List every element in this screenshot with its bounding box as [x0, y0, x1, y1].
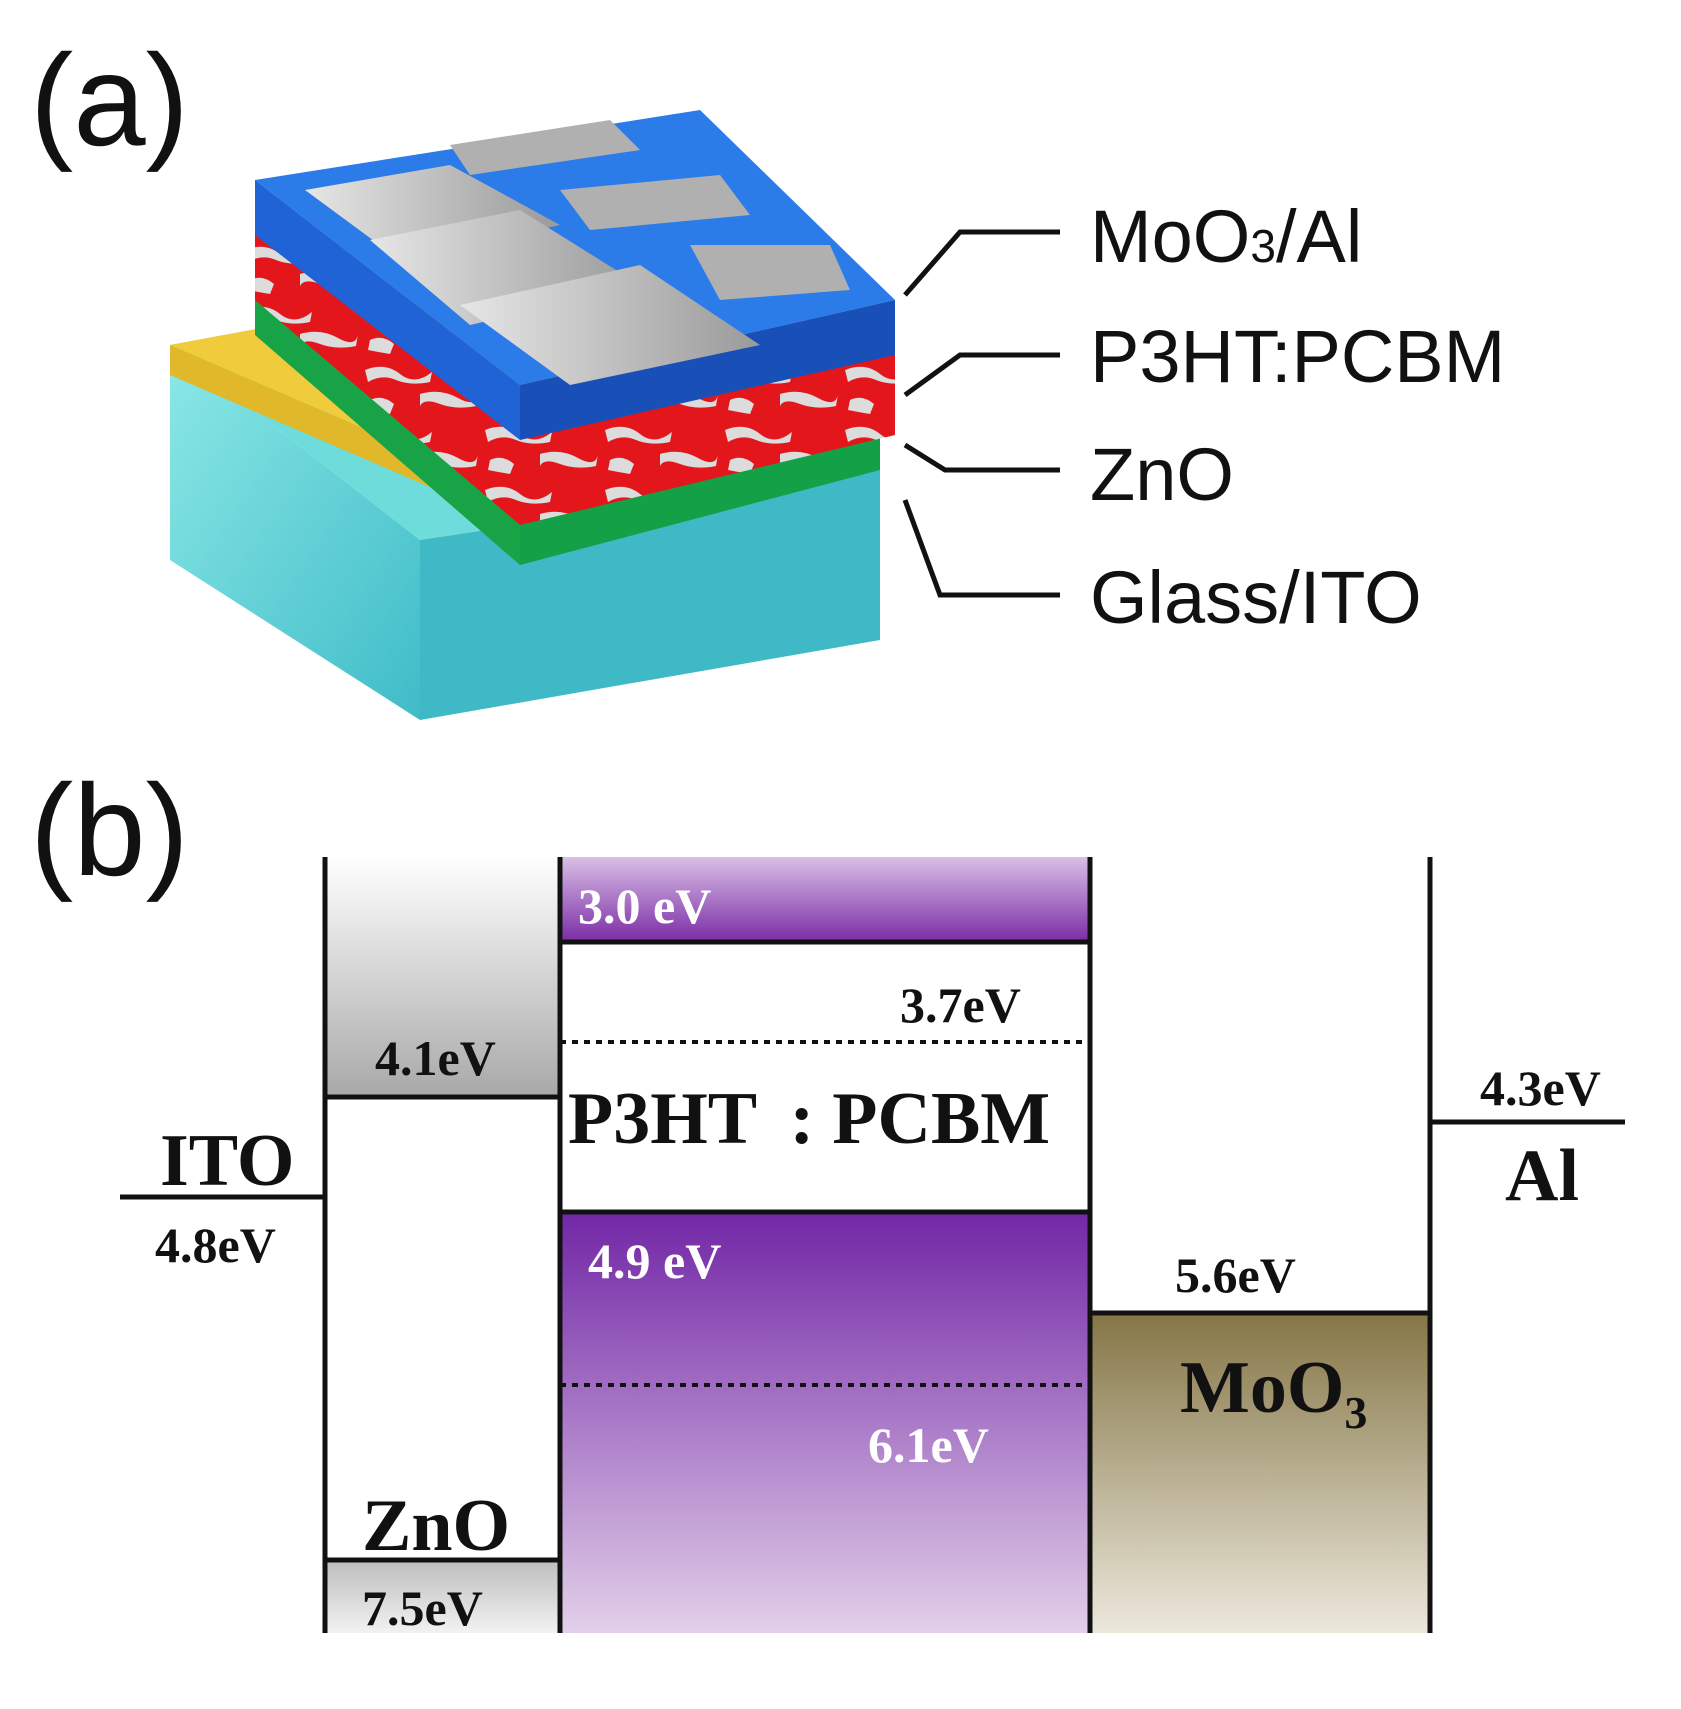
energy-diagram: ITO 4.8eV 4.1eV ZnO 7.5eV 3.0 eV 3.7eV P…: [120, 857, 1625, 1636]
active-homo-box: [560, 1212, 1090, 1633]
zno-cb-box: [325, 857, 560, 1097]
active-layer-front: [255, 225, 520, 525]
moo3-box: [1090, 1313, 1430, 1633]
p3ht-homo-level: 4.9 eV: [588, 1233, 721, 1289]
active-layer-side: [520, 345, 895, 525]
electrode-2-tab: [560, 175, 750, 230]
panel-b-label: (b): [30, 757, 189, 903]
electrode-1-tab: [450, 120, 640, 175]
moo3-name: MoO3: [1180, 1347, 1367, 1438]
al-name: Al: [1505, 1135, 1579, 1217]
panel-a-label: (a): [30, 27, 189, 173]
ito-name: ITO: [160, 1120, 294, 1202]
ito-front: [170, 345, 460, 500]
active-lumo-box: [560, 857, 1090, 942]
zno-cb-level: 4.1eV: [375, 1030, 496, 1086]
label-zno: ZnO: [1090, 433, 1234, 516]
label-moo3-al: MoO3/Al: [1090, 195, 1362, 278]
htl-front: [255, 180, 520, 440]
al-level: 4.3eV: [1480, 1060, 1601, 1116]
leader-zno: [903, 442, 1060, 473]
pcbm-lumo-level: 3.7eV: [900, 977, 1021, 1033]
zno-layer-side: [520, 430, 880, 565]
label-p3ht-pcbm: P3HT:PCBM: [1090, 315, 1505, 398]
leader-lines: [902, 229, 1060, 598]
electrodes: [305, 120, 850, 385]
leader-glass: [902, 499, 1060, 598]
moo3-level: 5.6eV: [1175, 1247, 1296, 1303]
htl-side: [520, 300, 895, 440]
zno-vb-level: 7.5eV: [362, 1580, 483, 1636]
pcbm-homo-level: 6.1eV: [868, 1417, 989, 1473]
electrode-3-tab: [690, 245, 850, 300]
zno-name: ZnO: [362, 1485, 510, 1567]
leader-moo3: [903, 229, 1060, 297]
electrode-3: [460, 265, 760, 385]
zno-vb-box: [325, 1560, 560, 1633]
ito-level: 4.8eV: [155, 1217, 276, 1273]
device-3d: [170, 110, 895, 720]
label-glass-ito: Glass/ITO: [1090, 556, 1422, 639]
active-name: P3HT:PCBM: [568, 1078, 1050, 1160]
p3ht-lumo-level: 3.0 eV: [578, 878, 711, 934]
zno-layer-front: [255, 295, 520, 565]
glass-front: [170, 345, 420, 720]
leader-p3ht: [903, 352, 1060, 398]
